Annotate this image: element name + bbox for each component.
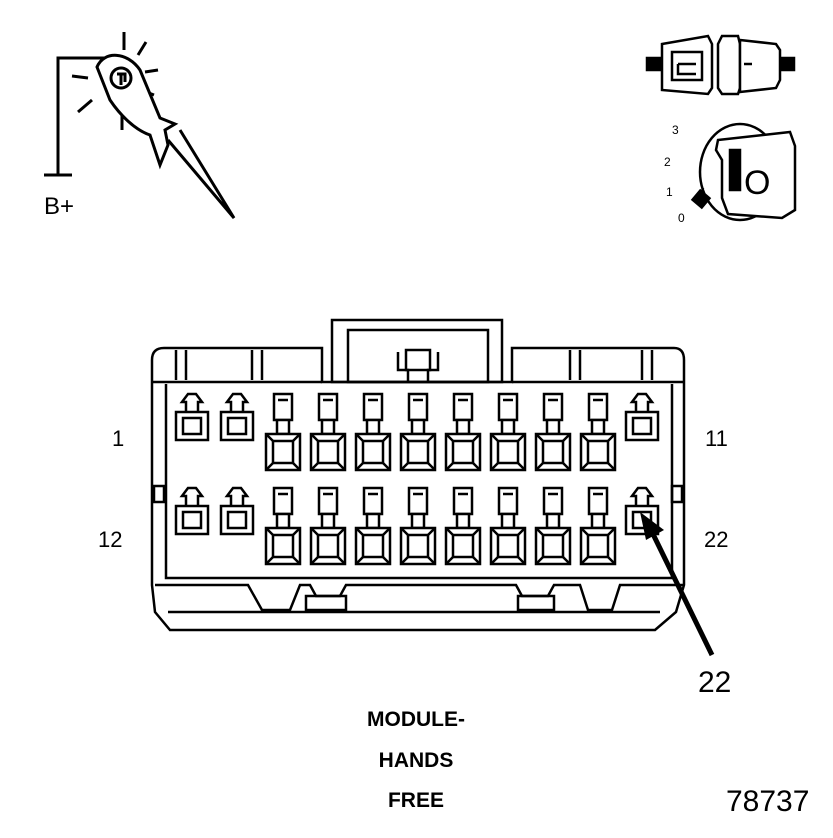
probe-icon [44, 32, 236, 219]
pin-cavity-4 [309, 392, 347, 472]
supply-label: B+ [44, 193, 74, 220]
pin-cavity-16 [354, 486, 392, 566]
pin-cavity-10 [579, 392, 617, 472]
title-line-2: HANDS [378, 749, 454, 772]
pin-cavity-20 [534, 486, 572, 566]
pin-cavity-9 [534, 392, 572, 472]
ignition-position-2: 2 [664, 155, 671, 169]
figure-number: 78737 [726, 785, 810, 818]
ignition-key-letter: O [744, 164, 770, 202]
title-line-1: MODULE- [367, 708, 465, 731]
pin-cavity-17 [399, 486, 437, 566]
pin-label-12: 12 [98, 527, 123, 552]
pin-cavity-21 [579, 486, 617, 566]
pin-cavity-14 [264, 486, 302, 566]
pin-cavities [174, 392, 660, 566]
pin-22-callout-arrow [640, 512, 715, 657]
pin-cavity-3 [264, 392, 302, 472]
ignition-switch-icon [690, 122, 797, 222]
ignition-position-1: 1 [666, 185, 673, 199]
pin-cavity-12 [174, 486, 210, 536]
connector-housing [150, 318, 686, 632]
pin-cavity-11 [624, 392, 660, 442]
pin-cavity-6 [399, 392, 437, 472]
callout-label: 22 [698, 666, 732, 699]
pin-cavity-18 [444, 486, 482, 566]
pin-cavity-13 [219, 486, 255, 536]
pin-label-1: 1 [112, 426, 125, 451]
title-line-3: FREE [387, 789, 444, 812]
pin-cavity-15 [309, 486, 347, 566]
ignition-position-3: 3 [672, 123, 679, 137]
ignition-position-0: 0 [678, 211, 685, 225]
pin-cavity-19 [489, 486, 527, 566]
pin-label-11: 11 [705, 426, 728, 451]
pin-cavity-1 [174, 392, 210, 442]
pin-cavity-7 [444, 392, 482, 472]
pin-cavity-2 [219, 392, 255, 442]
pin-cavity-5 [354, 392, 392, 472]
disconnected-connector-icon [645, 34, 796, 96]
pin-cavity-8 [489, 392, 527, 472]
pin-label-22: 22 [704, 527, 729, 552]
